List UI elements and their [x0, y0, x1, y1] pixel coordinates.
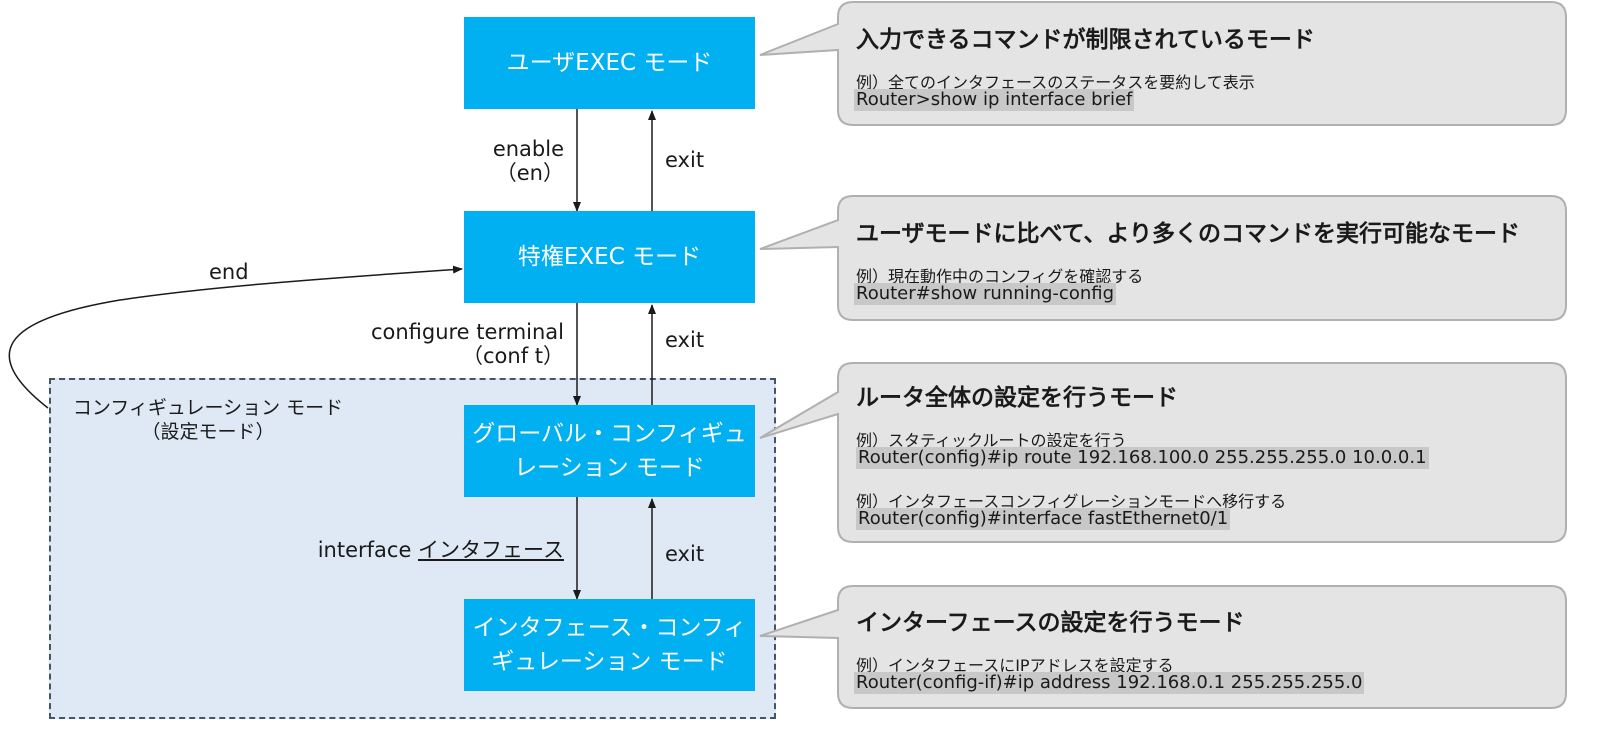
end-label: end	[209, 260, 249, 284]
exit-label-3: exit	[665, 542, 705, 566]
configure-command-label: configure terminal （conf t）	[370, 320, 564, 368]
interface-config-mode-box: インタフェース・コンフィ ギュレーション モード	[464, 599, 755, 691]
interface-command-label: interface インタフェース	[300, 538, 564, 562]
enable-command-label: enable （en）	[492, 137, 564, 185]
callout-1-example-label: 例）全てのインタフェースのステータスを要約して表示	[856, 73, 1255, 92]
interface-command-arg: インタフェース	[418, 538, 564, 562]
callout-3-heading: ルータ全体の設定を行うモード	[856, 385, 1178, 411]
callout-2-example-label: 例）現在動作中のコンフィグを確認する	[856, 267, 1144, 286]
callout-2-example-command: Router#show running-config	[854, 283, 1117, 305]
global-config-mode-box: グローバル・コンフィギュ レーション モード	[464, 405, 755, 497]
callout-4-example-command: Router(config-if)#ip address 192.168.0.1…	[854, 672, 1365, 694]
priv-exec-mode-box: 特権EXEC モード	[464, 211, 755, 303]
callout-1-heading: 入力できるコマンドが制限されているモード	[856, 27, 1315, 53]
config-region-title: コンフィギュレーション モード （設定モード）	[72, 397, 344, 443]
callout-1-example-command: Router>show ip interface brief	[854, 89, 1135, 111]
callout-4-heading: インターフェースの設定を行うモード	[856, 610, 1245, 636]
callout-2-heading: ユーザモードに比べて、より多くのコマンドを実行可能なモード	[856, 221, 1521, 247]
callout-3-example-1-command: Router(config)#ip route 192.168.100.0 25…	[856, 447, 1429, 469]
exit-label-2: exit	[665, 328, 705, 352]
arrow-end	[8, 265, 463, 409]
callout-4-example-label: 例）インタフェースにIPアドレスを設定する	[856, 656, 1174, 675]
user-exec-mode-box: ユーザEXEC モード	[464, 17, 755, 109]
callout-3-example-1-label: 例）スタティックルートの設定を行う	[856, 431, 1127, 450]
callout-3-example-2-command: Router(config)#interface fastEthernet0/1	[856, 508, 1231, 530]
interface-command-prefix: interface	[317, 538, 419, 562]
callout-3-example-2-label: 例）インタフェースコンフィグレーションモードへ移行する	[856, 492, 1287, 511]
exit-label-1: exit	[665, 148, 705, 172]
